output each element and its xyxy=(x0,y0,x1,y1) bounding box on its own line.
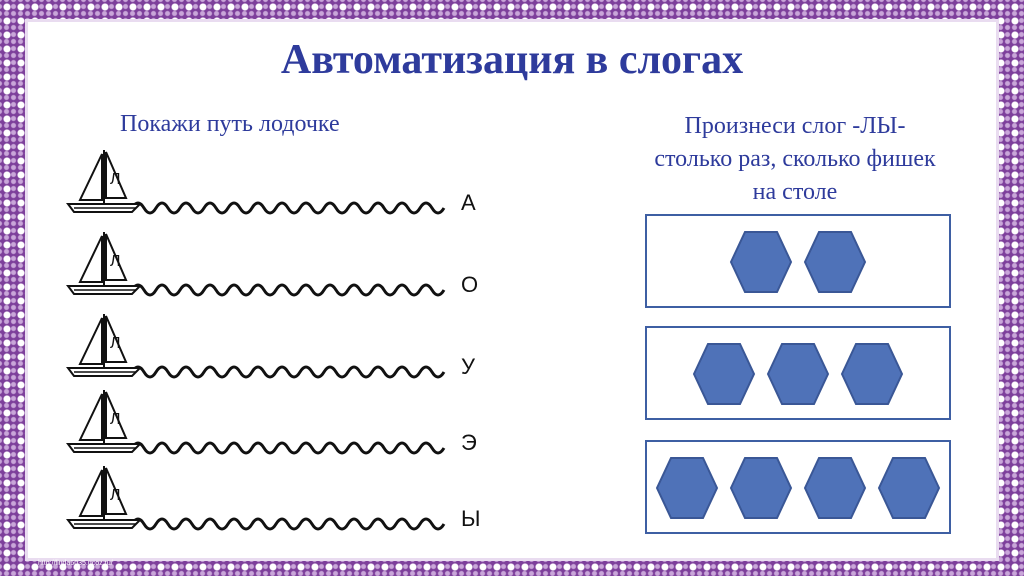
source-url: http://linda6035.ucoz.ru/ xyxy=(38,560,113,567)
hexagon-chip xyxy=(729,231,793,293)
left-heading: Покажи путь лодочке xyxy=(120,111,340,137)
sailboat-and-wave-path: Л xyxy=(66,232,446,297)
boat-sail xyxy=(105,467,128,515)
right-heading-line-3: на столе xyxy=(752,179,838,205)
right-heading-line-2: столько раз, сколько фишек xyxy=(654,146,936,172)
boat-sail xyxy=(105,151,128,199)
hexagon-chip xyxy=(692,343,756,405)
boat-row: Л У xyxy=(62,306,492,386)
sailboat-and-wave-path: Л xyxy=(66,466,446,531)
boat-sail xyxy=(105,315,128,363)
right-heading: Произнеси слог -ЛЫ- столько раз, сколько… xyxy=(590,110,1000,209)
hexagon-chip xyxy=(729,457,793,519)
hexagon-chip xyxy=(766,343,830,405)
boat-sail xyxy=(78,393,103,441)
right-heading-line-1: Произнеси слог -ЛЫ- xyxy=(684,113,906,139)
vowel-label: У xyxy=(461,354,475,379)
wave-path xyxy=(130,201,446,215)
sailboat-and-wave-path: Л xyxy=(66,314,446,379)
sail-letter: Л xyxy=(110,487,121,504)
vowel-label: О xyxy=(461,272,479,297)
boat-sail xyxy=(78,153,103,201)
vowel-label: А xyxy=(461,190,476,215)
sail-letter: Л xyxy=(110,171,121,188)
boat-paths-exercise: Л А Л О Л У Л Э Л Ы xyxy=(62,142,492,542)
hexagon-chip xyxy=(877,457,941,519)
wave-path xyxy=(130,283,446,297)
boat-row: Л А xyxy=(62,142,492,222)
chip-box-1 xyxy=(645,214,951,308)
hexagon-chip xyxy=(655,457,719,519)
boat-sail xyxy=(105,391,128,439)
hexagon-chip xyxy=(803,231,867,293)
boat-sail xyxy=(78,235,103,283)
boat-row: Л Ы xyxy=(62,458,492,538)
hexagon-chip xyxy=(803,457,867,519)
vowel-label: Ы xyxy=(461,506,481,531)
chip-box-3 xyxy=(645,440,951,534)
sailboat-and-wave-path: Л xyxy=(66,150,446,215)
wave-path xyxy=(130,517,446,531)
boat-sail xyxy=(78,469,103,517)
boat-sail xyxy=(105,233,128,281)
boat-row: Л О xyxy=(62,224,492,304)
wave-path xyxy=(130,365,446,379)
vowel-label: Э xyxy=(461,430,477,455)
wave-path xyxy=(130,441,446,455)
sail-letter: Л xyxy=(110,253,121,270)
boat-sail xyxy=(78,317,103,365)
chip-box-2 xyxy=(645,326,951,420)
hexagon-chip xyxy=(840,343,904,405)
slide-title: Автоматизация в слогах xyxy=(280,37,744,83)
boat-row: Л Э xyxy=(62,382,492,462)
sail-letter: Л xyxy=(110,335,121,352)
sailboat-and-wave-path: Л xyxy=(66,390,446,455)
sail-letter: Л xyxy=(110,411,121,428)
